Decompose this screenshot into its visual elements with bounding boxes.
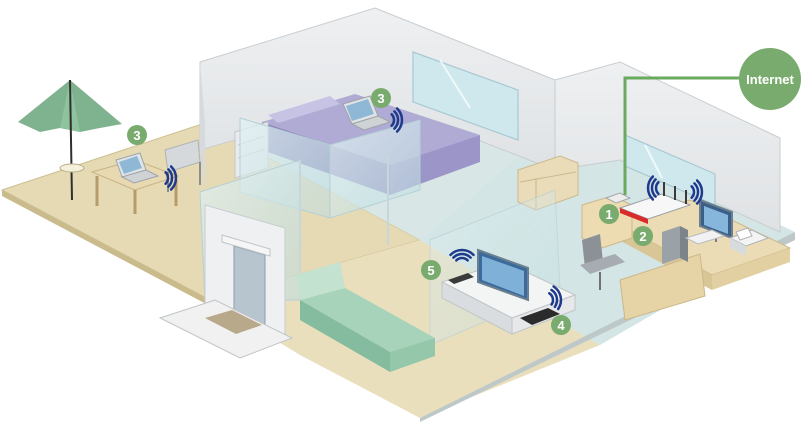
media-box	[448, 273, 474, 284]
tv-badge: 5	[421, 260, 441, 280]
bedroom-laptop-badge: 3	[371, 88, 391, 108]
left-side-wall	[200, 62, 205, 190]
bedroom-laptop-badge-number: 3	[377, 91, 384, 106]
bedroom-laptop	[342, 95, 392, 131]
bedroom-laptop-signal	[390, 107, 404, 133]
internet-cloud: Internet	[739, 48, 801, 110]
tv-signal	[449, 248, 475, 262]
router-signal-left-arc	[654, 181, 660, 195]
router-signal-left	[646, 175, 660, 201]
bedroom-laptop-signal-arc	[390, 113, 396, 127]
front-step	[158, 299, 294, 359]
router-badge-number: 1	[605, 207, 612, 222]
patio-umbrella	[18, 79, 122, 201]
sofa	[296, 262, 435, 372]
patio-laptop-signal-arc	[167, 168, 174, 188]
desktop-badge-number: 2	[639, 229, 646, 244]
console-signal-arc	[548, 292, 555, 306]
internet-label: Internet	[746, 72, 794, 87]
patio-chair	[164, 139, 201, 192]
console-badge: 4	[551, 315, 571, 335]
entrance	[158, 204, 294, 359]
doormat	[205, 310, 262, 334]
patio-laptop-badge: 3	[127, 125, 147, 145]
television	[477, 248, 529, 302]
router-signal-right-arc	[693, 182, 700, 202]
router-signal-left-arc	[646, 175, 655, 201]
patio-laptop-signal-arc	[169, 165, 178, 191]
game-console	[520, 308, 560, 325]
wireless-signals	[164, 107, 704, 311]
patio-laptop	[115, 152, 160, 184]
router-signal-right-arc	[690, 185, 696, 199]
patio-laptop-badge-number: 3	[133, 128, 140, 143]
keyboard	[684, 229, 726, 245]
back-walls	[199, 7, 781, 233]
desktop-tower	[662, 226, 688, 264]
office-chair	[580, 234, 625, 290]
bedroom-laptop-signal-arc	[393, 110, 400, 130]
console-signal	[548, 285, 563, 311]
patio-laptop-signal	[164, 165, 178, 191]
bedroom-laptop-signal-arc	[395, 107, 404, 133]
bedroom-window	[412, 51, 519, 141]
tv-signal-arc	[449, 248, 475, 257]
tv-badge-number: 5	[427, 263, 434, 278]
desktop-badge: 2	[633, 226, 653, 246]
console-badge-number: 4	[557, 318, 565, 333]
router-signal-right-arc	[695, 179, 704, 205]
router-badge: 1	[599, 204, 619, 224]
internet-cable	[623, 76, 750, 195]
tv-signal-arc	[452, 252, 472, 259]
router-signal-right	[690, 179, 704, 205]
console-signal-arc	[550, 288, 559, 309]
bookshelf	[517, 155, 579, 211]
modem	[604, 192, 632, 204]
wireless-router	[618, 182, 692, 224]
patio-laptop-signal-arc	[164, 171, 170, 185]
patio-floor-edge	[2, 190, 210, 306]
printer	[728, 227, 770, 256]
tv-signal-arc	[455, 256, 469, 262]
monitor	[699, 198, 733, 242]
router-signal-left-arc	[650, 178, 657, 198]
console-signal-arc	[552, 285, 563, 311]
